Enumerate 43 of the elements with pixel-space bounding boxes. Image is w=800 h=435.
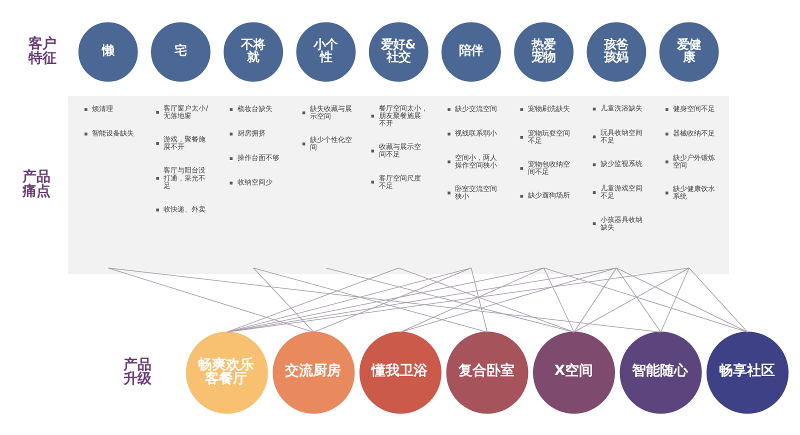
- connector: [574, 267, 690, 332]
- connector: [313, 267, 472, 332]
- label: 产品痛点: [22, 168, 51, 199]
- node-circle: 畅享社区: [706, 331, 789, 414]
- label: 客户特征: [28, 36, 56, 66]
- connector: [226, 267, 690, 332]
- connector: [252, 267, 488, 332]
- label: 产品升级: [124, 356, 152, 387]
- node-circle: 陪伴: [442, 22, 501, 82]
- connector: [543, 267, 574, 332]
- connector: [543, 267, 748, 332]
- connector: [252, 267, 314, 332]
- connector: [574, 267, 617, 332]
- node-circle: 热爱宠物: [514, 22, 574, 82]
- node-circle: 爱好&社交: [368, 22, 428, 82]
- connector: [400, 267, 617, 332]
- connector: [108, 267, 314, 332]
- cluster: [68, 95, 730, 274]
- node-circle: 孩爸孩妈: [586, 22, 646, 82]
- node-circle: 智能随心: [620, 331, 702, 414]
- connector: [400, 267, 544, 332]
- node-circle: 复合卧室: [446, 331, 528, 414]
- node-circle: 爱健康: [659, 22, 719, 82]
- connector: [226, 267, 544, 332]
- connector: [660, 267, 690, 332]
- node-circle: 不将就: [224, 22, 284, 82]
- connector: [226, 267, 399, 332]
- node-circle: 小个性: [296, 22, 356, 82]
- connector: [688, 267, 748, 332]
- connector: [108, 267, 662, 332]
- node-circle: 宅: [151, 22, 210, 82]
- connector: [616, 267, 662, 332]
- connector: [326, 267, 574, 332]
- connector: [226, 267, 472, 332]
- node-circle: 畅爽欢乐客餐厅: [186, 331, 268, 414]
- connector: [398, 267, 574, 332]
- node-circle: 交流厨房: [272, 331, 355, 414]
- connector: [226, 267, 617, 332]
- node-circle: X空间: [532, 331, 616, 414]
- connector: [616, 267, 748, 332]
- node-circle: 懂我卫浴: [359, 331, 442, 414]
- connector: [470, 267, 488, 332]
- node-circle: 懒: [78, 22, 138, 82]
